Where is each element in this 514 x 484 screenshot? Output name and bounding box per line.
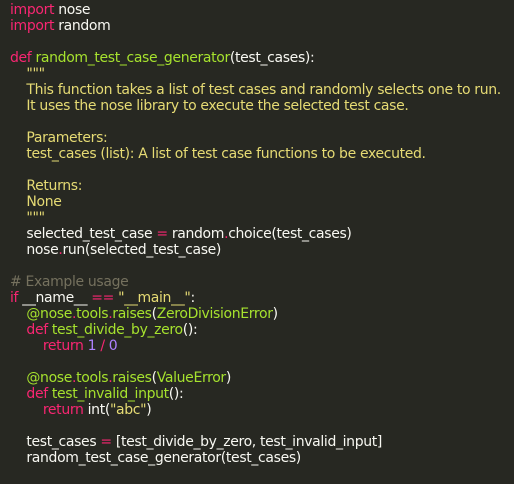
code-token: choice(test_cases) (228, 226, 352, 242)
code-token: random_test_case_generator(test_cases) (10, 450, 301, 466)
code-line: nose.run(selected_test_case) (10, 242, 514, 258)
code-line (10, 34, 514, 50)
code-token: ( (151, 306, 157, 322)
code-token: ( (151, 370, 157, 386)
code-token: if (10, 290, 19, 306)
code-token: run(selected_test_case) (62, 242, 222, 258)
code-token: 1 (87, 338, 97, 354)
code-token: return (42, 402, 84, 418)
code-line: @nose.tools.raises(ZeroDivisionError) (10, 306, 514, 322)
code-line: It uses the nose library to execute the … (10, 98, 514, 114)
code-token: . (108, 306, 113, 322)
code-token: ValueError (156, 370, 226, 386)
code-line: def random_test_case_generator(test_case… (10, 50, 514, 66)
code-token: : (190, 290, 195, 306)
code-token: ) (225, 370, 231, 386)
code-token: random_test_case_generator (35, 50, 231, 66)
code-token: / (100, 338, 105, 354)
code-line: import random (10, 18, 514, 34)
code-token: (): (182, 322, 198, 338)
code-token: == (91, 290, 114, 306)
code-token: = (156, 226, 168, 242)
code-line: """ (10, 210, 514, 226)
code-line: if __name__ == "__main__": (10, 290, 514, 306)
code-token: . (72, 306, 77, 322)
code-token: 0 (108, 338, 118, 354)
code-token: __name__ (18, 290, 92, 306)
code-token: int( (83, 402, 111, 418)
code-line: # Example usage (10, 274, 514, 290)
code-line (10, 354, 514, 370)
code-line: def test_divide_by_zero(): (10, 322, 514, 338)
code-token (10, 306, 26, 322)
code-token: [test_divide_by_zero, test_invalid_input… (111, 434, 383, 450)
code-token: ) (272, 306, 278, 322)
code-token: . (58, 242, 63, 258)
code-token: random (167, 226, 225, 242)
code-token (10, 386, 26, 402)
code-token: (): (168, 386, 184, 402)
code-token: tools (76, 370, 109, 386)
code-token: test_invalid_input (51, 386, 169, 402)
code-token: "abc" (109, 402, 147, 418)
code-line: return int("abc") (10, 402, 514, 418)
code-token: "__main__" (118, 290, 191, 306)
code-line: None (10, 194, 514, 210)
code-line (10, 258, 514, 274)
code-token: def (26, 386, 48, 402)
code-token: test_divide_by_zero (51, 322, 183, 338)
code-line: test_cases (list): A list of test case f… (10, 146, 514, 162)
code-token: It uses the nose library to execute the … (10, 98, 409, 114)
code-token (10, 402, 43, 418)
code-token: # Example usage (10, 274, 129, 290)
code-token: . (108, 370, 113, 386)
code-token: test_cases (list): A list of test case f… (10, 146, 426, 162)
code-token: ) (146, 402, 152, 418)
code-token: = (100, 434, 112, 450)
code-token: """ (10, 66, 45, 82)
code-token: import (10, 2, 55, 18)
code-line (10, 418, 514, 434)
code-token: . (224, 226, 229, 242)
code-token: @nose (26, 306, 73, 322)
code-line: test_cases = [test_divide_by_zero, test_… (10, 434, 514, 450)
code-token: (test_cases): (229, 50, 315, 66)
code-token: nose (54, 2, 91, 18)
code-line (10, 162, 514, 178)
code-line: Parameters: (10, 130, 514, 146)
code-token: return (42, 338, 84, 354)
code-token: None (10, 194, 62, 210)
code-token: test_cases (10, 434, 101, 450)
code-token: def (26, 322, 48, 338)
code-token: Returns: (10, 178, 83, 194)
code-token: nose (10, 242, 59, 258)
code-token: tools (76, 306, 109, 322)
code-token (10, 370, 26, 386)
code-token: import (10, 18, 55, 34)
code-token: . (72, 370, 77, 386)
code-line: random_test_case_generator(test_cases) (10, 450, 514, 466)
code-token: def (10, 50, 32, 66)
code-token: random (54, 18, 111, 34)
code-token: Parameters: (10, 130, 108, 146)
code-line: import nose (10, 2, 514, 18)
code-token: This function takes a list of test cases… (10, 82, 501, 98)
code-line (10, 114, 514, 130)
code-token: raises (112, 306, 152, 322)
code-line: def test_invalid_input(): (10, 386, 514, 402)
code-token (10, 322, 26, 338)
code-line: Returns: (10, 178, 514, 194)
code-token: @nose (26, 370, 73, 386)
code-line: selected_test_case = random.choice(test_… (10, 226, 514, 242)
code-token: ZeroDivisionError (156, 306, 273, 322)
code-line: This function takes a list of test cases… (10, 82, 514, 98)
code-line: return 1 / 0 (10, 338, 514, 354)
code-token: selected_test_case (10, 226, 157, 242)
code-token (10, 338, 43, 354)
code-line: @nose.tools.raises(ValueError) (10, 370, 514, 386)
code-line: """ (10, 66, 514, 82)
code-token: raises (112, 370, 152, 386)
code-token: """ (10, 210, 45, 226)
